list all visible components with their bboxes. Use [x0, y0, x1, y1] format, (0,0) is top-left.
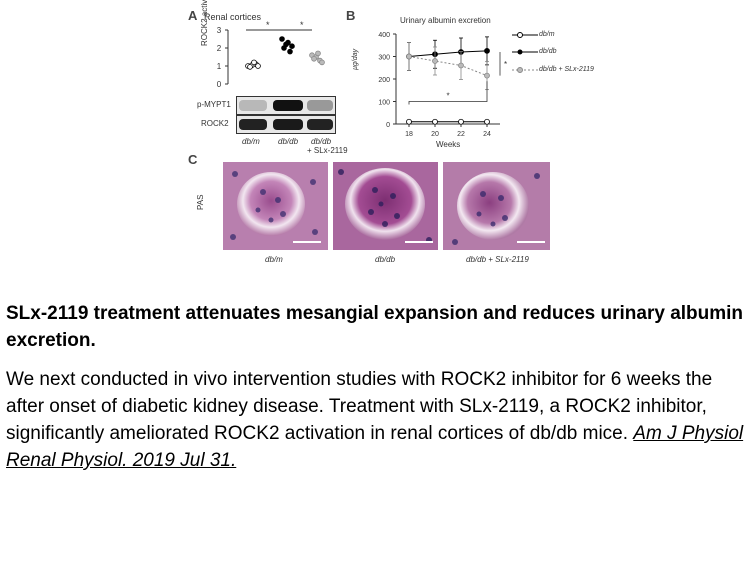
blot-label-p-mypt1: p-MYPT1 [197, 100, 231, 109]
a-ytick-label: 2 [217, 44, 222, 53]
legend-marker-dbm [517, 32, 523, 38]
b-data-point [484, 118, 490, 125]
a-ytick-label: 3 [217, 26, 222, 35]
b-xtick-label: 22 [457, 131, 465, 138]
a-data-point [311, 55, 317, 62]
a-data-point [289, 43, 295, 50]
b-xtick-label: 18 [405, 131, 413, 138]
legend-markers [512, 32, 538, 73]
a-data-point [287, 48, 293, 55]
legend-dbm: db/m [539, 31, 555, 38]
group-label-dbdb: db/db [278, 137, 299, 146]
histology-image-dbm [223, 162, 328, 250]
panel-a-ylabel: ROCK2 activity [200, 0, 209, 46]
blot-label-rock2: ROCK2 [201, 119, 229, 128]
panel-b-title: Urinary albumin excretion [400, 16, 491, 25]
b-xtick-label: 24 [483, 131, 491, 138]
legend-dbdb-slx: db/db + SLx-2119 [539, 66, 594, 73]
a-sig-mark: * [266, 20, 270, 30]
b-annotation: * [504, 60, 507, 69]
caption-body-text: We next conducted in vivo intervention s… [6, 369, 713, 444]
b-sig-bracket [408, 81, 488, 105]
b-data-point [406, 118, 412, 125]
a-data-point [285, 39, 291, 46]
a-ytick-label: 1 [217, 62, 222, 71]
a-sig-mark: * [300, 20, 304, 30]
caption-title: SLx-2119 treatment attenuates mesangial … [6, 303, 744, 351]
b-ytick-label: 200 [378, 77, 390, 84]
b-data-point [458, 118, 464, 125]
panel-a-scatter: 3 2 1 0 * * [217, 20, 325, 89]
histology-image-dbdb [333, 162, 438, 250]
a-data-point [319, 59, 325, 66]
b-ytick-label: 300 [378, 55, 390, 62]
a-data-point [255, 63, 261, 69]
b-data-point [484, 72, 490, 79]
b-xtick-label: 20 [431, 131, 439, 138]
b-data-point [432, 58, 438, 64]
group-label-dbdb-slx: db/db [311, 137, 332, 146]
panel-c-letter: C [188, 152, 198, 167]
b-series-line [408, 50, 488, 57]
b-ytick-label: 400 [378, 32, 390, 39]
legend-dbdb: db/db [539, 48, 557, 55]
a-data-point [315, 50, 321, 57]
histology-label-dbm: db/m [265, 255, 283, 264]
albumin-line-chart: 0 100 200 300 400 18 20 22 24 * * [378, 32, 507, 138]
histology-label-dbdb-slx: db/db + SLx-2119 [466, 255, 529, 264]
caption-body: We next conducted in vivo intervention s… [6, 366, 751, 474]
b-ytick-label: 100 [378, 100, 390, 107]
legend-marker-dbdb [517, 49, 523, 55]
a-ytick-label: 0 [217, 80, 222, 89]
a-data-point [281, 45, 287, 51]
citation-link[interactable]: Am J Physiol Renal Physiol. 2019 Jul 31. [6, 423, 744, 471]
a-data-point [247, 64, 253, 70]
blot-p-mypt1 [236, 96, 336, 115]
blot-rock2 [236, 115, 336, 134]
panel-a-title: Renal cortices [204, 12, 262, 22]
a-data-point [279, 36, 285, 42]
b-data-point [458, 62, 464, 69]
b-annotation: * [446, 92, 449, 101]
histology-image-dbdb-slx [443, 162, 550, 250]
panel-b-xlabel: Weeks [436, 140, 461, 149]
b-ytick-label: 0 [386, 122, 390, 129]
panel-b-letter: B [346, 8, 356, 23]
histology-label-dbdb: db/db [375, 255, 396, 264]
group-label-dbm: db/m [242, 137, 260, 146]
panel-a-letter: A [188, 8, 198, 23]
b-data-point [432, 118, 438, 125]
legend-marker-slx [517, 67, 523, 73]
b-data-point [406, 53, 412, 60]
group-label-slx: + SLx-2119 [307, 146, 348, 155]
a-data-point [251, 59, 257, 66]
panel-b-ylabel: µg/day [352, 48, 359, 70]
b-series-line [408, 56, 488, 77]
panel-c-side-label: PAS [196, 194, 205, 210]
b-data-point [484, 47, 490, 54]
